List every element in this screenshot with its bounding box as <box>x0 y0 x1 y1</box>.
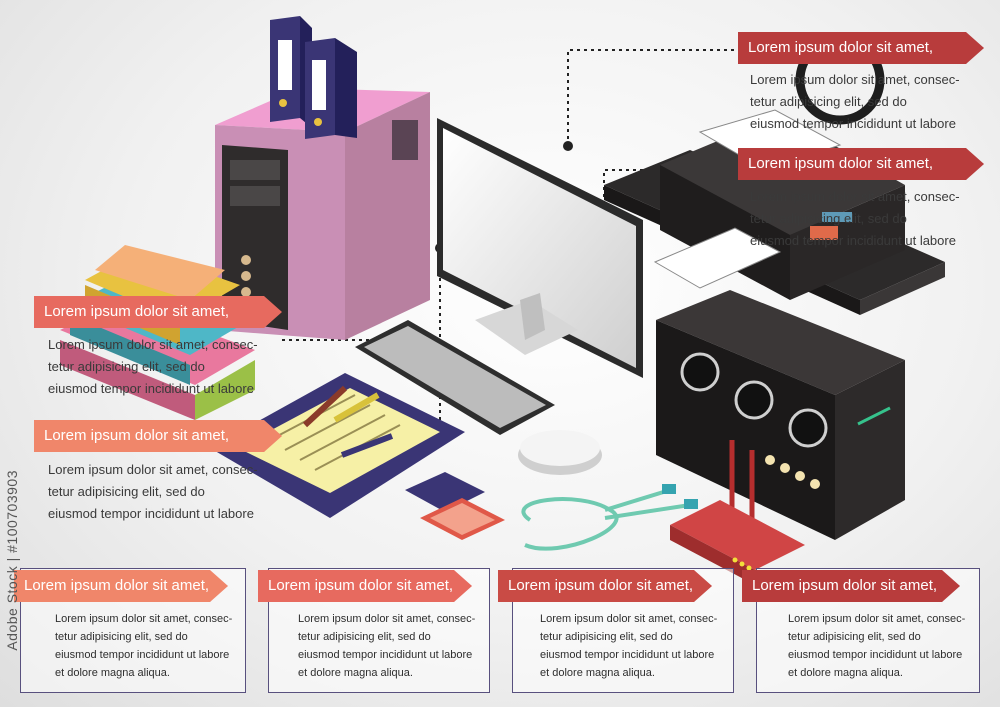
pc-tower <box>215 16 430 340</box>
box-line: Lorem ipsum dolor sit amet, consec- <box>540 613 718 625</box>
box-line: Lorem ipsum dolor sit amet, consec- <box>298 613 476 625</box>
callout-line: eiusmod tempor incididunt ut labore <box>48 381 254 396</box>
stock-watermark: Adobe Stock | #100703903 <box>4 470 20 651</box>
box-line: et dolore magna aliqua. <box>298 667 413 679</box>
callout-title-clock: Lorem ipsum dolor sit amet, <box>738 32 984 64</box>
box-line: eiusmod tempor incididunt ut labore <box>540 649 715 661</box>
callout-title-clipboard: Lorem ipsum dolor sit amet, <box>34 420 282 452</box>
callout-line: tetur adipisicing elit, sed do <box>48 484 205 499</box>
info-box-text-1: Lorem ipsum dolor sit amet, consec- tetu… <box>55 610 232 682</box>
info-box-title-4: Lorem ipsum dolor sit amet, <box>742 570 960 602</box>
callout-text-clipboard: Lorem ipsum dolor sit amet, consec- tetu… <box>48 459 258 525</box>
box-line: tetur adipisicing elit, sed do <box>540 631 673 643</box>
box-line: tetur adipisicing elit, sed do <box>788 631 921 643</box>
callout-line: Lorem ipsum dolor sit amet, consec- <box>750 189 960 204</box>
box-line: et dolore magna aliqua. <box>55 667 170 679</box>
monitor <box>437 118 643 378</box>
box-line: eiusmod tempor incididunt ut labore <box>788 649 963 661</box>
callout-line: eiusmod tempor incididunt ut labore <box>750 233 956 248</box>
box-line: tetur adipisicing elit, sed do <box>298 631 431 643</box>
info-box-text-2: Lorem ipsum dolor sit amet, consec- tetu… <box>298 610 475 682</box>
info-box-title-1: Lorem ipsum dolor sit amet, <box>14 570 228 602</box>
box-line: eiusmod tempor incididunt ut labore <box>55 649 230 661</box>
keyboard <box>355 320 555 435</box>
connector-dot <box>563 141 573 151</box>
box-line: tetur adipisicing elit, sed do <box>55 631 188 643</box>
info-box-text-3: Lorem ipsum dolor sit amet, consec- tetu… <box>540 610 717 682</box>
callout-title-printer: Lorem ipsum dolor sit amet, <box>738 148 984 180</box>
cassette-tapes <box>405 472 505 540</box>
callout-text-books: Lorem ipsum dolor sit amet, consec- tetu… <box>48 334 258 400</box>
box-line: et dolore magna aliqua. <box>540 667 655 679</box>
network-cables <box>521 488 691 551</box>
printer-group <box>604 35 945 315</box>
callout-line: Lorem ipsum dolor sit amet, consec- <box>48 337 258 352</box>
amplifier-group <box>656 290 905 540</box>
box-line: eiusmod tempor incididunt ut labore <box>298 649 473 661</box>
info-box-text-4: Lorem ipsum dolor sit amet, consec- tetu… <box>788 610 965 682</box>
callout-line: eiusmod tempor incididunt ut labore <box>750 116 956 131</box>
clipboard-with-pen <box>210 373 465 518</box>
callout-text-clock: Lorem ipsum dolor sit amet, consec- tetu… <box>750 69 960 135</box>
box-line: et dolore magna aliqua. <box>788 667 903 679</box>
callout-line: Lorem ipsum dolor sit amet, consec- <box>48 462 258 477</box>
callout-line: Lorem ipsum dolor sit amet, consec- <box>750 72 960 87</box>
info-box-title-3: Lorem ipsum dolor sit amet, <box>498 570 712 602</box>
callout-line: tetur adipisicing elit, sed do <box>750 94 907 109</box>
callout-title-books: Lorem ipsum dolor sit amet, <box>34 296 282 328</box>
info-box-title-2: Lorem ipsum dolor sit amet, <box>258 570 472 602</box>
callout-text-printer: Lorem ipsum dolor sit amet, consec- tetu… <box>750 186 960 252</box>
callout-line: tetur adipisicing elit, sed do <box>48 359 205 374</box>
mouse <box>518 430 602 475</box>
box-line: Lorem ipsum dolor sit amet, consec- <box>788 613 966 625</box>
callout-line: eiusmod tempor incididunt ut labore <box>48 506 254 521</box>
dashed-connectors <box>282 49 738 437</box>
callout-line: tetur adipisicing elit, sed do <box>750 211 907 226</box>
box-line: Lorem ipsum dolor sit amet, consec- <box>55 613 233 625</box>
